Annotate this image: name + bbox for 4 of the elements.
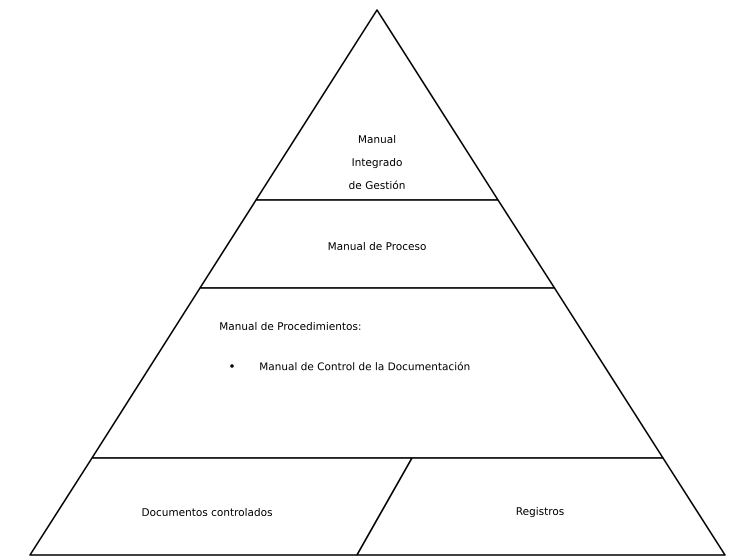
pyramid-level: Registros	[356, 457, 726, 556]
pyramid-level: Documentos controlados	[29, 457, 413, 556]
pyramid-level: Manual Integrado de Gestión	[255, 9, 499, 201]
pyramid-level: Manual de Proceso	[199, 199, 556, 289]
